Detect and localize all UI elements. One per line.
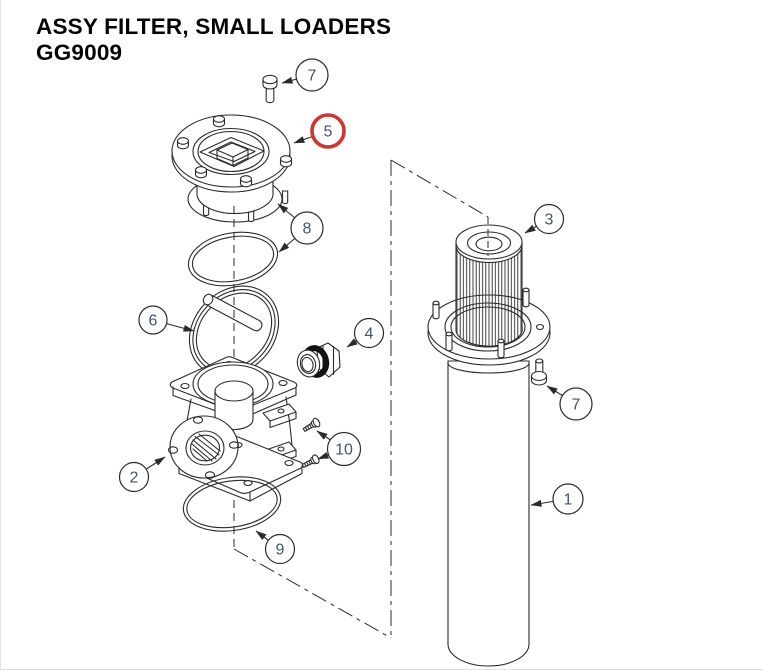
callout-7-right-number: 7 <box>572 397 581 414</box>
part-plug <box>296 342 341 378</box>
drawing-title-line2: GG9009 <box>36 40 123 65</box>
callout-2: 2 <box>118 461 150 493</box>
callout-7-top: 7 <box>295 58 329 92</box>
callout-5-number: 5 <box>324 124 333 141</box>
part-housing <box>167 356 304 502</box>
callout-4: 4 <box>353 317 385 349</box>
callout-9: 9 <box>264 533 296 565</box>
callout-9-number: 9 <box>276 542 285 559</box>
callout-7-top-number: 7 <box>308 68 317 85</box>
basket-handle <box>202 293 263 332</box>
callout-5-highlighted: 5 <box>310 113 346 149</box>
callout-10: 10 <box>326 431 362 467</box>
cap-rim-bolts <box>176 115 293 188</box>
callout-4-number: 4 <box>365 326 374 343</box>
callout-8-number: 8 <box>303 221 312 238</box>
callout-6-number: 6 <box>149 313 158 330</box>
part-oring-bottom <box>182 476 282 532</box>
part-canister <box>447 360 530 667</box>
callout-3: 3 <box>533 203 565 235</box>
part-screws <box>301 417 321 468</box>
part-cap <box>171 114 293 223</box>
callout-10-number: 10 <box>335 442 353 459</box>
bolt-top-icon <box>262 74 278 104</box>
part-oring-top <box>187 231 279 287</box>
drawing-title-line1: ASSY FILTER, SMALL LOADERS <box>36 14 392 39</box>
callout-7-right: 7 <box>559 387 593 421</box>
callout-1: 1 <box>552 483 584 515</box>
part-filter-element <box>427 224 551 366</box>
bolt-right-icon <box>530 358 548 386</box>
callout-6: 6 <box>138 305 168 335</box>
callout-2-number: 2 <box>130 470 139 487</box>
callout-8: 8 <box>290 211 324 245</box>
centerlines <box>233 159 489 639</box>
callout-3-number: 3 <box>545 212 554 229</box>
callout-1-number: 1 <box>564 492 573 509</box>
flange-studs <box>432 287 530 359</box>
